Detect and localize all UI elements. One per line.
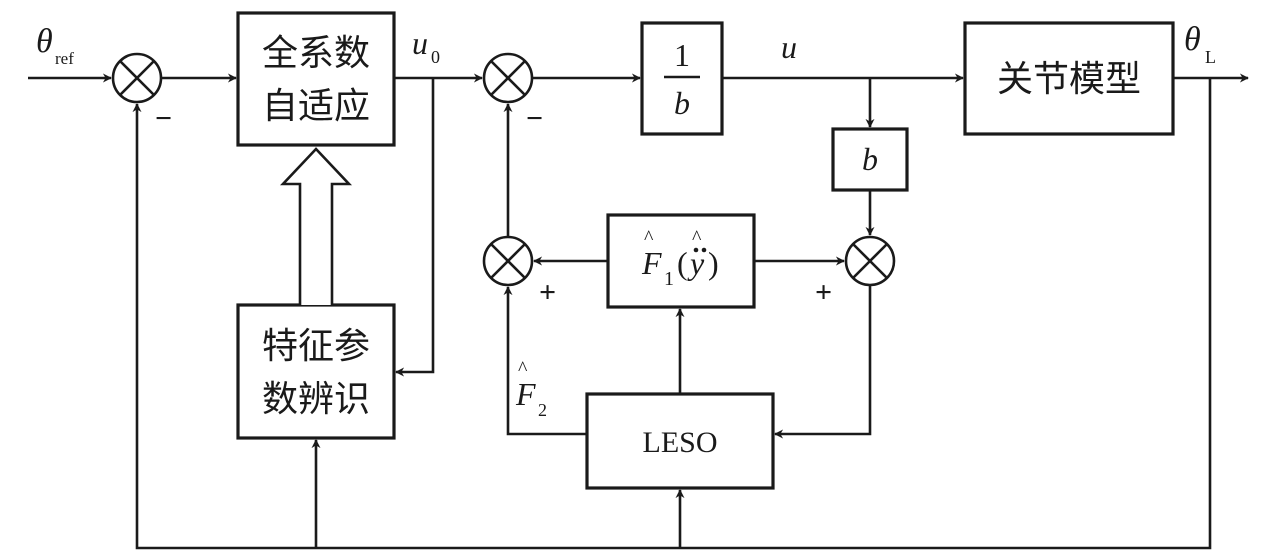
adaptive-block: 全系数 自适应 (236, 11, 396, 147)
theta-l-sub: L (1205, 47, 1216, 67)
f1-open-paren: ( (677, 245, 688, 281)
u0-to-identification-arrow (395, 78, 435, 377)
summing-junction-1 (111, 52, 163, 104)
f1-label: F (641, 245, 662, 281)
inverse-gain-denominator: b (674, 85, 690, 121)
theta-ref-sub: ref (55, 49, 74, 68)
signal-lines (28, 73, 1249, 550)
f1-estimate-block: F ^ 1 ( y ^ ) (606, 213, 756, 309)
f1-hat-accent: ^ (644, 227, 654, 249)
identification-label-line1: 特征参 (262, 326, 370, 367)
u0-label: u 0 (412, 25, 440, 67)
sum4-to-leso-arrow (774, 285, 872, 439)
u0-main: u (412, 25, 428, 61)
identification-label-line2: 数辨识 (262, 379, 370, 420)
adaptive-label-line1: 全系数 (262, 33, 370, 74)
f2-sub: 2 (538, 400, 547, 420)
theta-l-main: θ (1184, 21, 1201, 58)
f1-argument-hat: ^ (692, 227, 702, 249)
leso-block: LESO (585, 392, 775, 490)
sum3-plus-sign: + (539, 276, 556, 309)
f1-close-paren: ) (708, 245, 719, 281)
summing-junction-4 (844, 235, 896, 287)
theta-ref-label: θ ref (36, 23, 74, 68)
theta-ref-main: θ (36, 23, 53, 60)
u0-sub: 0 (431, 47, 440, 67)
sum2-minus-sign: − (526, 102, 543, 135)
f2-hat-accent: ^ (518, 358, 528, 380)
adaptive-label-line2: 自适应 (262, 86, 370, 127)
sum1-minus-sign: − (155, 102, 172, 135)
output-feedback-arrow (132, 78, 1212, 550)
f2-estimate-label: F ^ 2 (515, 358, 547, 420)
leso-label: LESO (643, 426, 718, 459)
gain-block: b (831, 127, 909, 192)
summing-junction-2 (482, 52, 534, 104)
f2-main: F (515, 376, 536, 412)
joint-model-block: 关节模型 (963, 21, 1175, 136)
f1-argument: y (687, 245, 705, 281)
inverse-gain-block: 1 b (640, 21, 724, 136)
identification-block: 特征参 数辨识 (236, 303, 396, 440)
sum4-plus-sign: + (815, 276, 832, 309)
f2-to-sum3-arrow (503, 286, 587, 436)
u-label: u (781, 29, 797, 65)
joint-model-label: 关节模型 (997, 59, 1141, 100)
gain-label: b (862, 141, 878, 177)
f1-subscript: 1 (664, 268, 674, 290)
inverse-gain-numerator: 1 (674, 37, 690, 73)
summing-junction-3 (482, 235, 534, 287)
theta-l-label: θ L (1184, 21, 1216, 67)
parameter-update-hollow-arrow (279, 147, 353, 305)
f1-argument-dot-left (693, 247, 699, 253)
f1-argument-dot-right (701, 247, 707, 253)
